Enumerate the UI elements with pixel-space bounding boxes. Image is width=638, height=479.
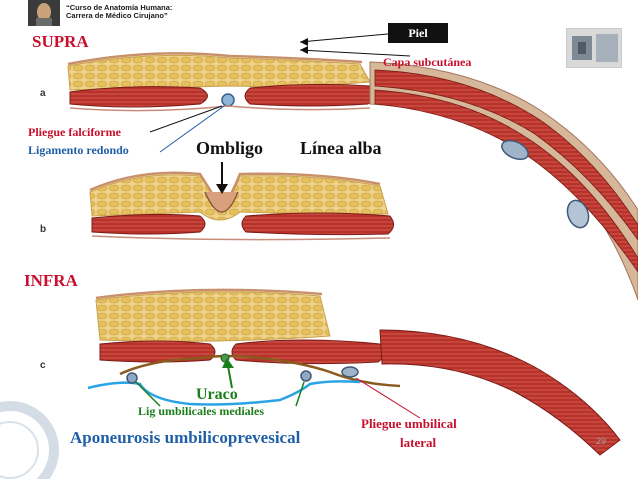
course-title-line1: “Curso de Anatomía Humana:	[66, 3, 173, 12]
panel-c-muscle-right	[231, 339, 385, 365]
panel-c-lateral-band	[379, 329, 621, 456]
aponeurosis-umbilicoprevesical-label: Aponeurosis umbilicoprevesical	[70, 428, 301, 447]
lig-umbilical-medial-right	[300, 370, 312, 382]
panel-c-fascia-brown	[119, 354, 401, 388]
page-number: 29	[596, 436, 607, 446]
piel-label: Piel	[388, 23, 448, 43]
linea-alba-label: Línea alba	[300, 138, 382, 158]
university-seal-watermark	[0, 401, 59, 479]
panel-c-muscle-left	[99, 340, 216, 363]
capa-subcutanea-label: Capa subcutánea	[383, 55, 472, 69]
lateral-muscle-2	[374, 89, 638, 273]
uraco-label: Uraco	[196, 386, 238, 403]
infra-label: INFRA	[24, 271, 78, 290]
course-logo	[28, 0, 60, 26]
panel-a-muscle-left	[69, 86, 208, 108]
course-title-line2: Carrera de Médico Cirujano”	[66, 11, 168, 20]
header-bar	[0, 0, 638, 26]
falciforme-leader	[149, 105, 223, 133]
pliegue-lat-leader	[355, 377, 421, 419]
lig-umb-arrow-left	[135, 381, 161, 407]
pliegue-umbilical-lateral-label-line2: lateral	[400, 435, 437, 450]
pliegue-umbilical-lateral-label-line1: Pliegue umbilical	[361, 416, 457, 431]
panel-letter-b: b	[40, 224, 46, 235]
lig-umbilical-medial-left	[126, 372, 138, 384]
supra-label: SUPRA	[32, 32, 89, 51]
pliegue-falciforme-label: Pliegue falciforme	[28, 125, 121, 139]
ligamento-redondo-label: Ligamento redondo	[28, 143, 129, 157]
lig-umb-arrow-right	[295, 381, 305, 407]
panel-letter-a: a	[40, 88, 46, 99]
ligamento-redondo-structure	[221, 93, 235, 107]
panel-b-muscle-left	[91, 213, 206, 235]
lig-umbilicales-mediales-label: Lig umbilicales mediales	[138, 404, 264, 418]
piel-leader	[299, 33, 389, 43]
panel-b-umbilicus	[204, 191, 239, 213]
lateral-muscle-1	[374, 69, 638, 241]
ombligo-label: Ombligo	[196, 138, 264, 158]
capa-leader	[299, 49, 411, 57]
panel-c-skin	[95, 288, 323, 300]
uraco-arrow	[227, 365, 233, 389]
epigastric-vessels	[341, 366, 359, 378]
panel-c-fat	[95, 291, 331, 342]
thumbnail-image	[566, 28, 622, 68]
panel-a-skin	[67, 52, 363, 66]
panel-b-muscle-right	[241, 212, 394, 236]
redondo-leader	[159, 105, 225, 153]
lateral-vessel-2	[566, 199, 590, 229]
lateral-vessel-1	[501, 139, 529, 161]
panel-a-muscle-right	[244, 83, 375, 107]
panel-letter-c: c	[40, 360, 46, 371]
